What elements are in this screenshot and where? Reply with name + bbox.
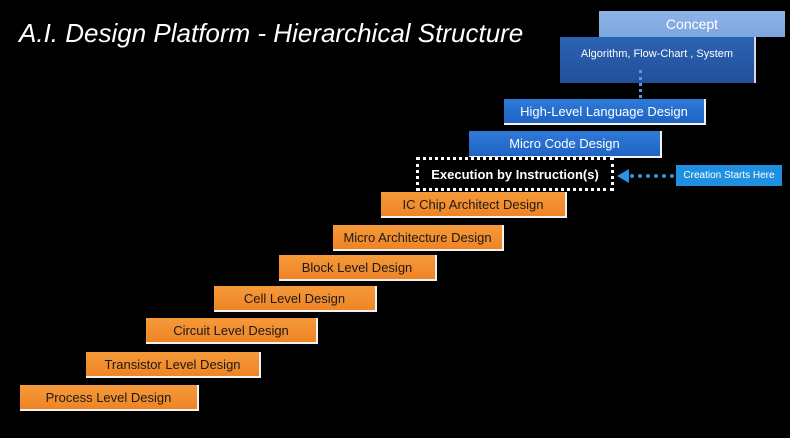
ic-chip-architect-box: IC Chip Architect Design — [381, 192, 567, 218]
micro-code-box: Micro Code Design — [469, 131, 662, 158]
circuit-level-box: Circuit Level Design — [146, 318, 318, 344]
execution-box: Execution by Instruction(s) — [416, 157, 614, 191]
process-level-box: Process Level Design — [20, 385, 199, 411]
concept-box: Concept — [599, 11, 785, 37]
micro-architecture-box: Micro Architecture Design — [333, 225, 504, 251]
creation-arrow-head — [617, 169, 629, 183]
transistor-level-box: Transistor Level Design — [86, 352, 261, 378]
algorithm-box: Algorithm, Flow-Chart , System — [560, 37, 756, 83]
creation-arrow-dots — [630, 174, 674, 178]
cell-level-box: Cell Level Design — [214, 286, 377, 312]
connector-dots-upper — [639, 70, 642, 98]
creation-starts-here-label: Creation Starts Here — [676, 165, 782, 186]
high-level-language-box: High-Level Language Design — [504, 99, 706, 125]
diagram-title: A.I. Design Platform - Hierarchical Stru… — [19, 18, 524, 48]
block-level-box: Block Level Design — [279, 255, 437, 281]
